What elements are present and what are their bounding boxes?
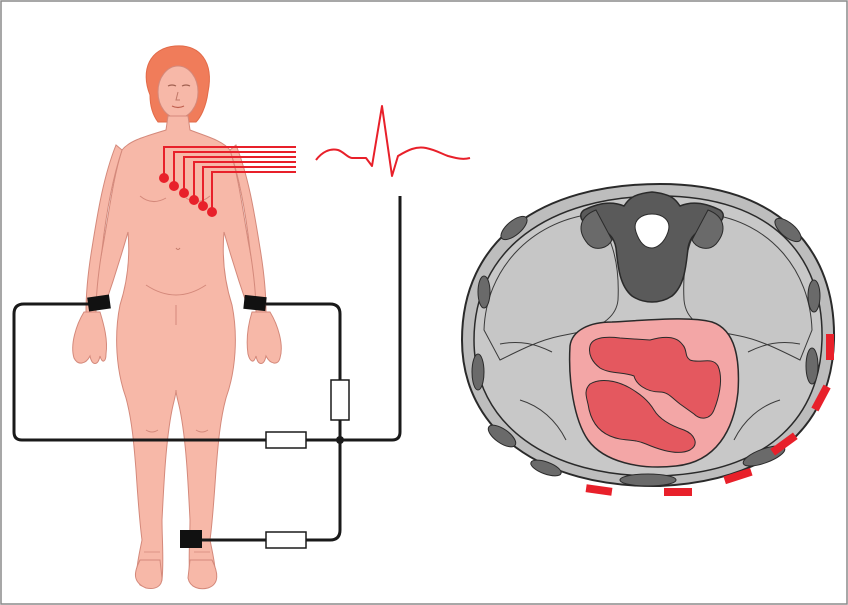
central-terminal-junction [336,436,344,444]
chest-electrode-v6 [826,334,834,360]
chest-electrode-v2 [664,488,692,496]
rib-segment [808,280,820,312]
resistor-left-leg [266,532,306,548]
resistor-left-arm [331,380,349,420]
rib-segment [478,276,490,308]
resistor-right-arm [266,432,306,448]
cuff-left-wrist [243,295,266,311]
thorax-cross-section [462,184,834,496]
electrode-v3 [179,188,189,198]
cuff-left-ankle [180,530,202,548]
rib-segment [620,474,676,486]
electrode-v6 [207,207,217,217]
rib-segment [472,354,484,390]
left-foot [188,560,217,589]
rib-segment [806,348,818,384]
electrode-v2 [169,181,179,191]
electrode-v5 [198,201,208,211]
electrode-v4 [189,195,199,205]
electrode-v1 [159,173,169,183]
right-foot [135,560,162,589]
